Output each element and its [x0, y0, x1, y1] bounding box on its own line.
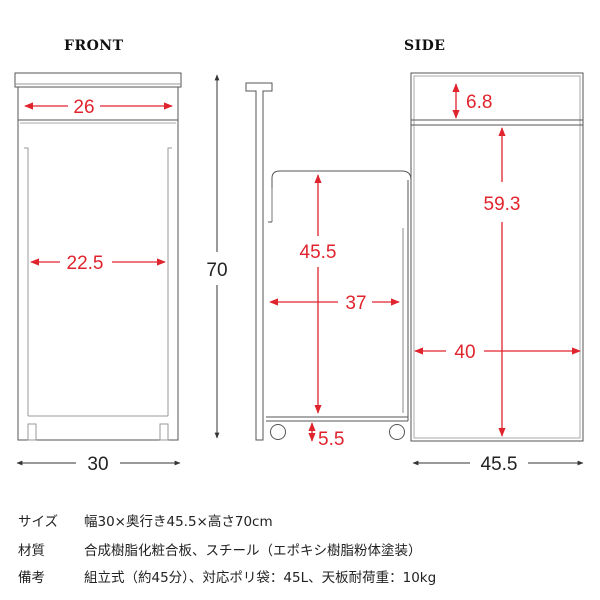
- side-inner-depth-label: 40: [454, 342, 475, 363]
- spec-material-key: 材質: [18, 543, 45, 559]
- total-depth-dimension: 45.5: [412, 454, 584, 475]
- front-top-width-label: 26: [73, 97, 94, 118]
- total-width-dimension: 30: [16, 454, 181, 475]
- caster-height-label: 5.5: [318, 429, 344, 450]
- spec-size-value: 幅30×奥行き45.5×高さ70cm: [84, 514, 273, 530]
- total-height-label: 70: [206, 260, 227, 281]
- front-top-width-dimension: 26: [24, 97, 173, 118]
- spec-size-row: サイズ 幅30×奥行き45.5×高さ70cm: [18, 510, 273, 530]
- spec-notes-key: 備考: [18, 570, 45, 586]
- side-view: [410, 72, 584, 442]
- top-section-height-label: 6.8: [466, 92, 492, 113]
- front-inner-width-dimension: 22.5: [30, 253, 166, 274]
- caster-height-dimension: 5.5: [308, 422, 344, 450]
- spec-material-value: 合成樹脂化粧合板、スチール（エポキシ樹脂粉体塗装）: [84, 543, 422, 559]
- top-section-height-dimension: 6.8: [452, 83, 492, 119]
- spec-notes-row: 備考 組立式（約45分）、対応ポリ袋：45L、天板耐荷重：10kg: [18, 566, 436, 586]
- side-panel-height-dimension: 59.3: [484, 127, 521, 437]
- spec-notes-value: 組立式（約45分）、対応ポリ袋：45L、天板耐荷重：10kg: [84, 570, 437, 586]
- total-depth-label: 45.5: [481, 454, 518, 475]
- side-view-title: SIDE: [404, 38, 445, 54]
- inner-height-dimension: 45.5: [300, 174, 337, 414]
- spec-material-row: 材質 合成樹脂化粧合板、スチール（エポキシ樹脂粉体塗装）: [18, 539, 422, 559]
- inner-height-label: 45.5: [300, 242, 337, 263]
- front-inner-width-label: 22.5: [67, 253, 104, 274]
- total-width-label: 30: [87, 454, 108, 475]
- front-view-title: FRONT: [64, 38, 124, 54]
- inner-depth-dimension: 37: [269, 293, 400, 314]
- side-panel-height-label: 59.3: [484, 194, 521, 215]
- total-height-dimension: 70: [206, 74, 228, 439]
- side-inner-depth-dimension: 40: [414, 342, 581, 363]
- inner-depth-label: 37: [345, 293, 366, 314]
- front-view: [14, 72, 182, 441]
- spec-size-key: サイズ: [18, 514, 59, 530]
